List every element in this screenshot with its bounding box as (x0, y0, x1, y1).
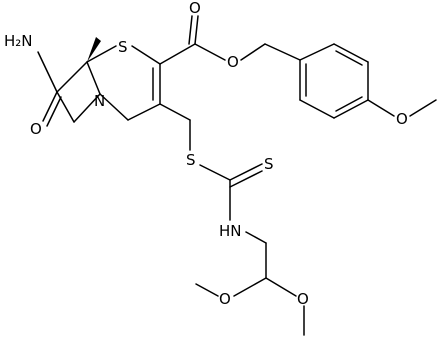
ester-link-oxygen-label: O (227, 53, 239, 71)
amine-bond (37, 51, 58, 93)
stereo-wedge (87, 37, 101, 62)
dithiocarbamate-group (199, 163, 263, 221)
thione-sulfur-label: S (264, 155, 274, 173)
dimethoxyethyl-chain (195, 231, 305, 336)
methoxy-group (367, 99, 437, 117)
methoxy-oxygen-label: O (396, 110, 408, 128)
lactam-oxygen-label: O (30, 120, 42, 138)
ring-sulfur-label: S (118, 38, 128, 56)
acetal-oxygen-left-label: O (219, 290, 231, 308)
ester-group (159, 15, 301, 65)
benzene-ring (299, 43, 369, 119)
amide-nitrogen-label: HN (219, 222, 242, 240)
dihydrothiazine-ring (86, 45, 161, 121)
thiomethyl-side-chain (159, 103, 191, 151)
acetal-oxygen-right-label: O (297, 290, 309, 308)
thioether-sulfur-label: S (186, 151, 196, 169)
lactam-carbonyl-bond (42, 91, 62, 127)
ester-carbonyl-oxygen-label: O (189, 0, 201, 17)
ring-nitrogen-label: N (94, 92, 105, 110)
amine-label: H₂N (4, 32, 33, 50)
beta-lactam-ring (56, 61, 101, 123)
